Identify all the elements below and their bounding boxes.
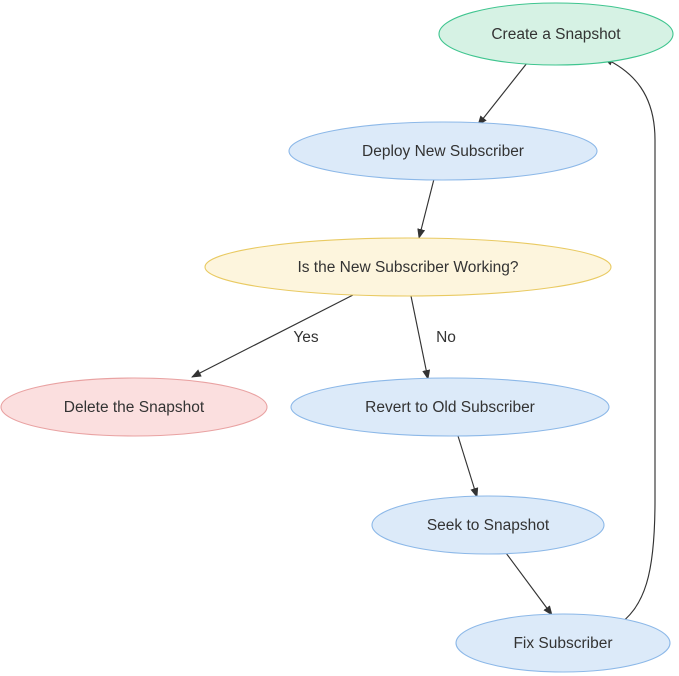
edge-fix-to-create: [603, 57, 656, 629]
node-deploy-new-subscriber-shape[interactable]: [288, 121, 598, 181]
edge-deploy-to-working-path: [417, 178, 435, 239]
edge-deploy-to-working: [417, 178, 435, 239]
node-revert-to-old-subscriber-label: Revert to Old Subscriber: [365, 399, 535, 416]
node-fix-subscriber[interactable]: Fix Subscriber: [455, 613, 671, 673]
edge-revert-to-seek-path: [457, 435, 479, 498]
edge-seek-to-fix-path: [505, 552, 553, 616]
edge-working-to-revert: No: [410, 295, 456, 380]
edge-revert-to-seek: [457, 435, 479, 498]
node-create-a-snapshot-label: Create a Snapshot: [491, 26, 621, 43]
node-delete-the-snapshot-label: Delete the Snapshot: [64, 399, 205, 416]
node-seek-to-snapshot-shape[interactable]: [371, 495, 605, 555]
node-fix-subscriber-label: Fix Subscriber: [513, 635, 612, 652]
edge-create-to-deploy-path: [477, 57, 532, 126]
node-deploy-new-subscriber-label: Deploy New Subscriber: [362, 143, 524, 160]
node-seek-to-snapshot-label: Seek to Snapshot: [427, 517, 550, 534]
node-create-a-snapshot-shape[interactable]: [438, 2, 674, 66]
edge-fix-to-create-path: [603, 57, 656, 629]
edge-layer: Yes No: [191, 57, 656, 629]
node-is-the-new-subscriber-working-label: Is the New Subscriber Working?: [297, 259, 518, 276]
edge-create-to-deploy: [477, 57, 532, 126]
node-deploy-new-subscriber[interactable]: Deploy New Subscriber: [288, 121, 598, 181]
node-create-a-snapshot[interactable]: Create a Snapshot: [438, 2, 674, 66]
node-seek-to-snapshot[interactable]: Seek to Snapshot: [371, 495, 605, 555]
edge-working-to-revert-path: [410, 295, 431, 380]
node-fix-subscriber-shape[interactable]: [455, 613, 671, 673]
edge-label-yes: Yes: [293, 329, 319, 346]
node-delete-the-snapshot[interactable]: Delete the Snapshot: [0, 377, 268, 437]
node-revert-to-old-subscriber[interactable]: Revert to Old Subscriber: [290, 377, 610, 437]
node-is-the-new-subscriber-working-shape[interactable]: [204, 237, 612, 297]
edge-label-no: No: [436, 329, 456, 346]
node-is-the-new-subscriber-working[interactable]: Is the New Subscriber Working?: [204, 237, 612, 297]
node-delete-the-snapshot-shape[interactable]: [0, 377, 268, 437]
edge-working-to-delete-path: [191, 294, 354, 378]
edge-seek-to-fix: [505, 552, 553, 616]
node-revert-to-old-subscriber-shape[interactable]: [290, 377, 610, 437]
edge-working-to-delete: Yes: [191, 294, 354, 378]
